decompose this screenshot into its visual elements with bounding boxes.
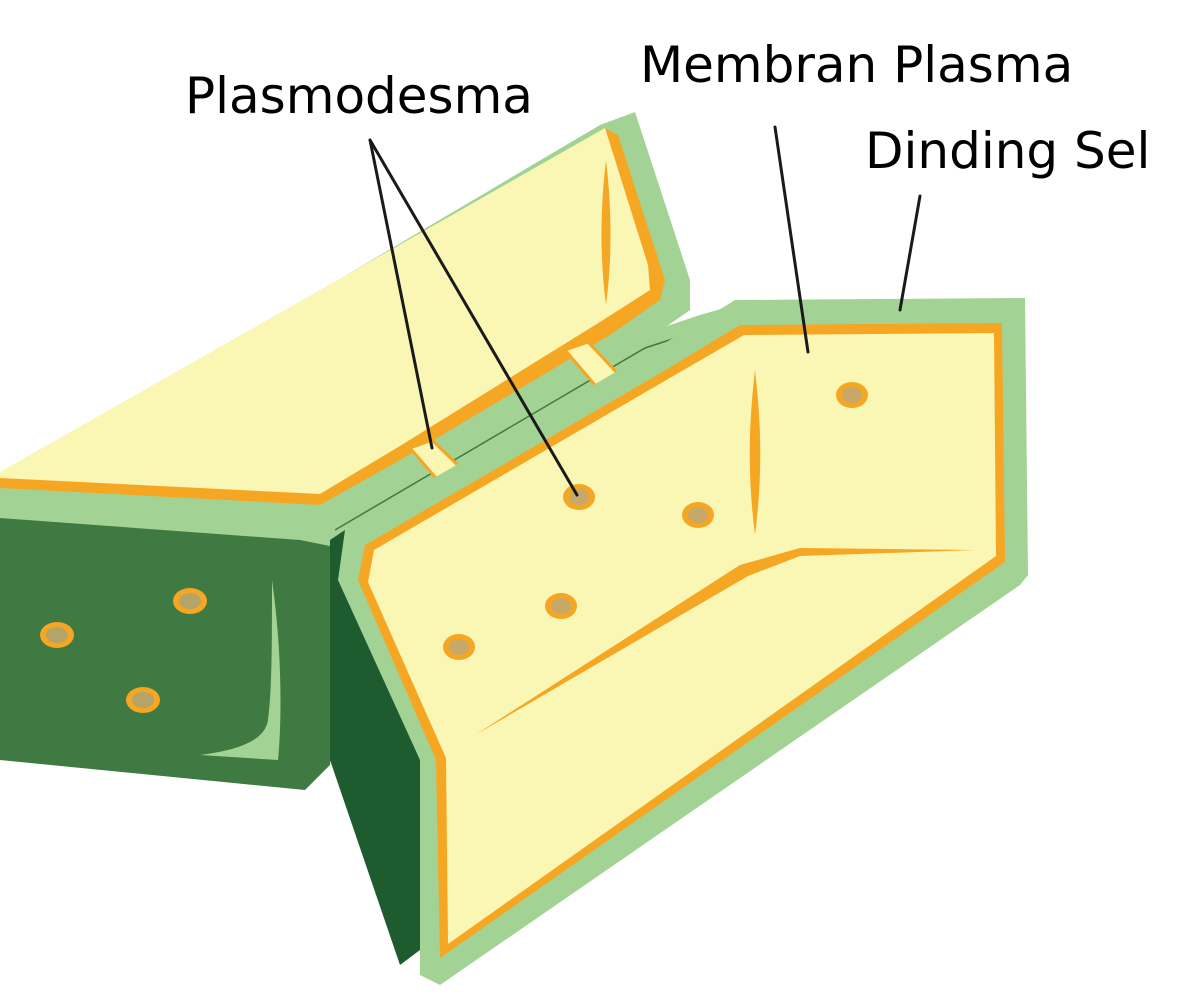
left-cell-front-face <box>0 510 345 790</box>
front-cell-streak <box>749 370 761 535</box>
front-cell-cytoplasm <box>368 333 996 944</box>
front-cell <box>330 298 1028 985</box>
front-cell-side-face <box>330 530 420 965</box>
leader-plasmodesma-2 <box>368 138 579 497</box>
label-plasmodesma: Plasmodesma <box>185 67 533 125</box>
front-cell-fold <box>475 548 975 735</box>
leader-plasma-membrane <box>773 125 810 354</box>
left-cell-groove <box>200 580 281 760</box>
leader-plasmodesma-1 <box>368 138 434 450</box>
leader-lines <box>368 125 922 497</box>
back-cell-cytoplasm <box>0 128 650 494</box>
label-plasma-membrane: Membran Plasma <box>640 36 1073 94</box>
back-cell <box>0 112 690 520</box>
leader-cell-wall <box>898 194 922 312</box>
left-cell <box>0 488 345 790</box>
back-cell-streak <box>601 160 611 305</box>
label-cell-wall: Dinding Sel <box>865 122 1150 180</box>
